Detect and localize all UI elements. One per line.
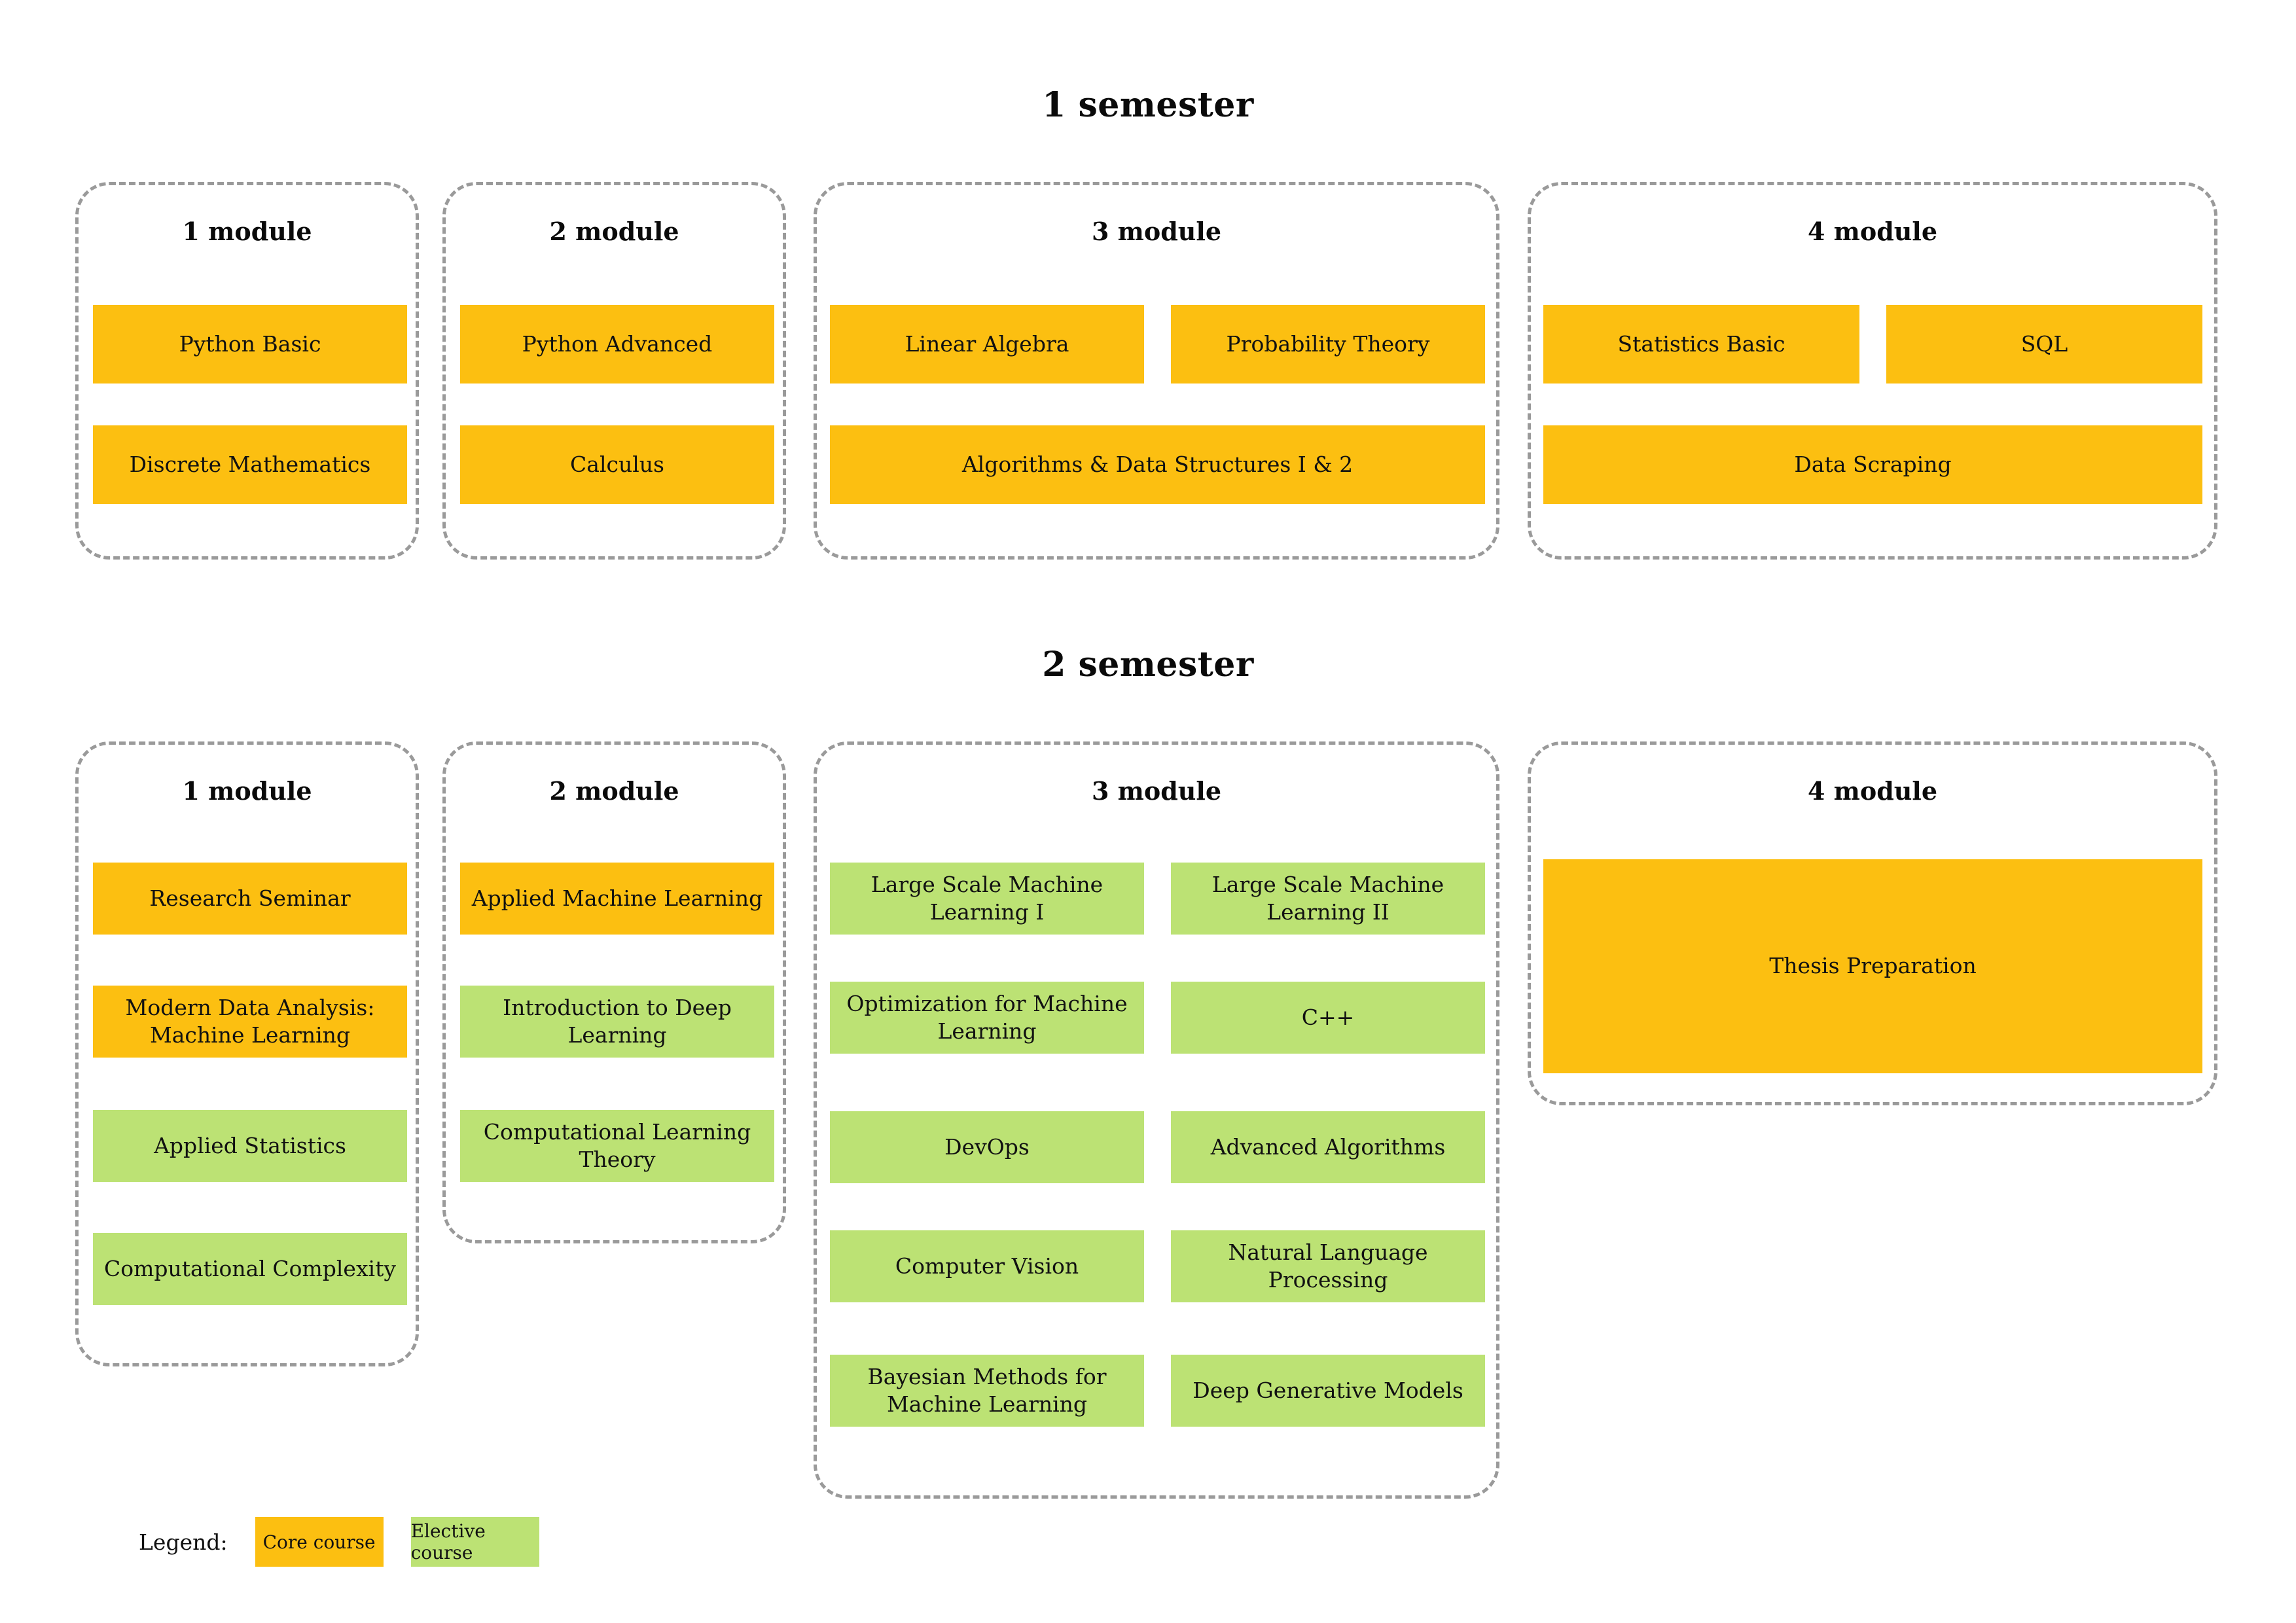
course-chip-computer-vision[interactable]: Computer Vision bbox=[830, 1230, 1144, 1302]
course-chip-computational-complexity[interactable]: Computational Complexity bbox=[93, 1233, 407, 1305]
course-label: Discrete Mathematics bbox=[129, 451, 371, 477]
module-title-s2-m2: 2 module bbox=[549, 776, 679, 806]
course-chip-algorithms-data-structures[interactable]: Algorithms & Data Structures I & 2 bbox=[830, 425, 1485, 504]
course-chip-sql[interactable]: SQL bbox=[1886, 305, 2202, 383]
course-chip-probability-theory[interactable]: Probability Theory bbox=[1171, 305, 1485, 383]
course-label: Probability Theory bbox=[1226, 330, 1430, 357]
module-s2-m3: 3 module bbox=[814, 741, 1499, 1499]
course-label: SQL bbox=[2020, 330, 2068, 357]
course-label: Computational Learning Theory bbox=[483, 1118, 751, 1172]
legend-swatch-label: Core course bbox=[262, 1531, 376, 1553]
legend-label: Legend: bbox=[139, 1529, 228, 1555]
course-label: Calculus bbox=[570, 451, 664, 477]
course-label: Bayesian Methods for Machine Learning bbox=[867, 1363, 1107, 1417]
course-label: Computational Complexity bbox=[103, 1255, 397, 1281]
module-title-s2-m4: 4 module bbox=[1807, 776, 1938, 806]
module-s1-m1: 1 module bbox=[75, 182, 419, 560]
course-label: Statistics Basic bbox=[1617, 330, 1785, 357]
course-label: Data Scraping bbox=[1794, 451, 1952, 477]
course-label: Algorithms & Data Structures I & 2 bbox=[961, 451, 1354, 477]
course-chip-large-scale-ml-1[interactable]: Large Scale Machine Learning I bbox=[830, 863, 1144, 935]
course-chip-advanced-algorithms[interactable]: Advanced Algorithms bbox=[1171, 1111, 1485, 1183]
course-chip-natural-language-processing[interactable]: Natural Language Processing bbox=[1171, 1230, 1485, 1302]
course-chip-research-seminar[interactable]: Research Seminar bbox=[93, 863, 407, 935]
course-chip-thesis-preparation[interactable]: Thesis Preparation bbox=[1543, 859, 2202, 1073]
course-label: Large Scale Machine Learning I bbox=[870, 871, 1103, 925]
legend: Legend: Core course Elective course bbox=[139, 1517, 539, 1567]
module-s1-m2: 2 module bbox=[442, 182, 786, 560]
module-title-s1-m1: 1 module bbox=[182, 217, 312, 246]
course-label: Applied Machine Learning bbox=[471, 885, 763, 911]
course-label: C++ bbox=[1301, 1004, 1355, 1030]
course-chip-linear-algebra[interactable]: Linear Algebra bbox=[830, 305, 1144, 383]
course-chip-python-basic[interactable]: Python Basic bbox=[93, 305, 407, 383]
course-label: Deep Generative Models bbox=[1193, 1377, 1463, 1403]
course-chip-introduction-to-deep-learning[interactable]: Introduction to Deep Learning bbox=[460, 986, 774, 1058]
course-chip-deep-generative-models[interactable]: Deep Generative Models bbox=[1171, 1355, 1485, 1427]
course-chip-calculus[interactable]: Calculus bbox=[460, 425, 774, 504]
course-chip-applied-machine-learning[interactable]: Applied Machine Learning bbox=[460, 863, 774, 935]
course-chip-bayesian-methods-for-ml[interactable]: Bayesian Methods for Machine Learning bbox=[830, 1355, 1144, 1427]
course-label: DevOps bbox=[944, 1133, 1030, 1160]
module-s2-m2: 2 module bbox=[442, 741, 786, 1243]
course-chip-devops[interactable]: DevOps bbox=[830, 1111, 1144, 1183]
course-chip-applied-statistics[interactable]: Applied Statistics bbox=[93, 1110, 407, 1182]
course-label: Thesis Preparation bbox=[1769, 953, 1977, 979]
course-chip-python-advanced[interactable]: Python Advanced bbox=[460, 305, 774, 383]
course-chip-statistics-basic[interactable]: Statistics Basic bbox=[1543, 305, 1859, 383]
course-label: Python Basic bbox=[179, 330, 321, 357]
course-label: Optimization for Machine Learning bbox=[846, 990, 1128, 1044]
course-label: Linear Algebra bbox=[905, 330, 1069, 357]
course-label: Research Seminar bbox=[149, 885, 351, 911]
semester-2-title: 2 semester bbox=[1042, 645, 1254, 685]
module-s1-m3: 3 module bbox=[814, 182, 1499, 560]
course-label: Introduction to Deep Learning bbox=[503, 994, 732, 1048]
course-chip-large-scale-ml-2[interactable]: Large Scale Machine Learning II bbox=[1171, 863, 1485, 935]
module-title-s2-m1: 1 module bbox=[182, 776, 312, 806]
course-chip-modern-data-analysis[interactable]: Modern Data Analysis: Machine Learning bbox=[93, 986, 407, 1058]
course-chip-optimization-for-ml[interactable]: Optimization for Machine Learning bbox=[830, 982, 1144, 1054]
module-title-s1-m3: 3 module bbox=[1091, 217, 1222, 246]
course-chip-cpp[interactable]: C++ bbox=[1171, 982, 1485, 1054]
legend-swatch-core-course: Core course bbox=[255, 1517, 384, 1567]
legend-swatch-label: Elective course bbox=[410, 1520, 486, 1563]
course-label: Large Scale Machine Learning II bbox=[1211, 871, 1444, 925]
course-label: Computer Vision bbox=[895, 1253, 1079, 1279]
course-label: Natural Language Processing bbox=[1228, 1239, 1428, 1293]
module-s1-m4: 4 module bbox=[1528, 182, 2217, 560]
course-label: Modern Data Analysis: Machine Learning bbox=[125, 994, 375, 1048]
module-s2-m4: 4 module bbox=[1528, 741, 2217, 1105]
module-s2-m1: 1 module bbox=[75, 741, 419, 1366]
course-label: Advanced Algorithms bbox=[1210, 1133, 1446, 1160]
legend-swatch-elective-course: Elective course bbox=[410, 1517, 539, 1567]
semester-1-title: 1 semester bbox=[1042, 85, 1254, 125]
module-title-s1-m2: 2 module bbox=[549, 217, 679, 246]
course-label: Python Advanced bbox=[522, 330, 713, 357]
course-chip-discrete-mathematics[interactable]: Discrete Mathematics bbox=[93, 425, 407, 504]
course-chip-data-scraping[interactable]: Data Scraping bbox=[1543, 425, 2202, 504]
course-chip-computational-learning-theory[interactable]: Computational Learning Theory bbox=[460, 1110, 774, 1182]
course-label: Applied Statistics bbox=[154, 1132, 346, 1158]
module-title-s2-m3: 3 module bbox=[1091, 776, 1222, 806]
module-title-s1-m4: 4 module bbox=[1807, 217, 1938, 246]
